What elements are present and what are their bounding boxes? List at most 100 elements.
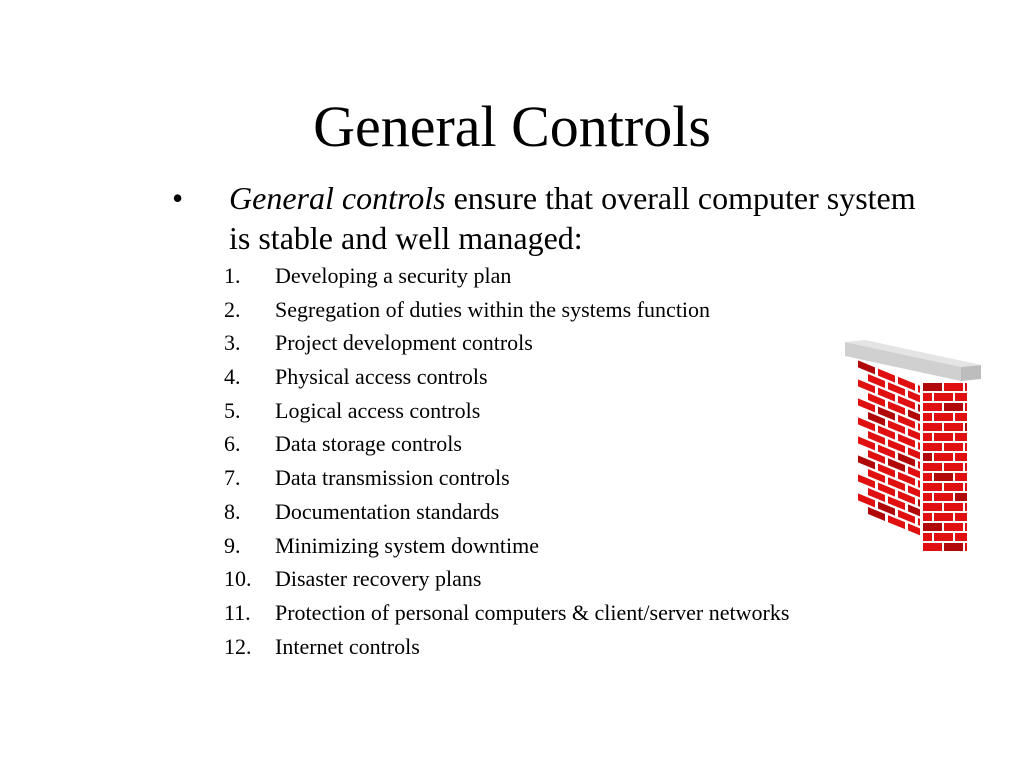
wall-side-brick: [918, 442, 920, 450]
list-item-number: 5.: [224, 397, 241, 423]
list-item-number: 6.: [224, 431, 241, 457]
list-item-label: Logical access controls: [275, 397, 481, 423]
list-item-number: 10.: [224, 566, 252, 592]
wall-side-brick: [908, 428, 920, 441]
list-item-number: 11.: [224, 599, 251, 625]
wall-side-brick: [888, 515, 905, 530]
wall-front-brick: [934, 433, 953, 441]
wall-front-brick: [955, 413, 967, 421]
list-item-label: Internet controls: [275, 633, 420, 659]
wall-front-brick: [955, 473, 967, 481]
wall-side-brick: [878, 444, 895, 459]
list-item-number: 2.: [224, 296, 241, 322]
wall-side-face: [857, 358, 921, 552]
list-item-number: 8.: [224, 498, 241, 524]
wall-front-brick: [923, 483, 942, 491]
wall-front-brick: [965, 483, 967, 491]
wall-side-brick: [908, 466, 920, 479]
wall-side-brick: [868, 469, 885, 483]
wall-side-brick: [888, 401, 905, 416]
wall-side-brick: [918, 518, 920, 526]
wall-front-brick: [955, 493, 967, 501]
wall-front-brick: [955, 533, 967, 541]
wall-side-brick: [908, 390, 920, 403]
bullet-emphasis: General controls: [229, 180, 446, 216]
wall-side-brick: [898, 395, 915, 410]
wall-side-brick: [878, 425, 895, 440]
list-item-label: Developing a security plan: [275, 263, 512, 288]
wall-front-brick: [923, 543, 942, 551]
wall-front-brick: [944, 443, 963, 451]
list-item: 4.Physical access controls: [224, 360, 789, 394]
wall-front-brick: [965, 463, 967, 471]
wall-front-brick: [955, 453, 967, 461]
wall-side-brick: [868, 393, 885, 407]
wall-front-brick: [923, 523, 942, 531]
list-item: 10. Disaster recovery plans: [224, 562, 789, 596]
wall-side-brick: [858, 474, 875, 489]
wall-side-brick: [858, 436, 875, 451]
wall-side-brick: [888, 439, 905, 454]
bullet-text: General controls ensure that overall com…: [229, 178, 929, 258]
wall-front-brick: [944, 423, 963, 431]
wall-side-brick: [888, 477, 905, 492]
wall-front-brick: [965, 403, 967, 411]
list-item: 2. Segregation of duties within the syste…: [224, 293, 789, 327]
list-item-number: 3.: [224, 330, 241, 356]
wall-front-brick: [944, 403, 963, 411]
wall-front-brick: [923, 413, 932, 421]
wall-front-brick: [923, 473, 932, 481]
wall-side-brick: [858, 398, 875, 413]
brick-wall-icon: [845, 340, 981, 552]
wall-side-brick: [908, 409, 920, 422]
wall-front-brick: [965, 523, 967, 531]
wall-side-brick: [898, 376, 915, 391]
wall-side-brick: [868, 450, 885, 464]
wall-front-brick: [923, 383, 942, 391]
wall-front-brick: [965, 383, 967, 391]
bullet-marker: •: [172, 180, 184, 216]
controls-list: 1. Developing a security plan 2. Segregatio…: [224, 259, 789, 663]
wall-cap-top: [845, 340, 981, 367]
wall-front-brick: [944, 523, 963, 531]
wall-front-brick: [965, 543, 967, 551]
list-item-label: Segregation of duties within the systems…: [275, 296, 711, 322]
wall-front-brick: [923, 433, 932, 441]
wall-side-brick: [908, 523, 920, 536]
wall-front-brick: [944, 383, 963, 391]
list-item-number: 12.: [224, 633, 252, 659]
wall-side-brick: [858, 417, 875, 432]
wall-side-brick: [918, 480, 920, 488]
wall-front-brick: [934, 513, 953, 521]
wall-front-brick: [934, 453, 953, 461]
wall-side-brick: [918, 461, 920, 469]
list-item: 8. Documentation standards: [224, 495, 789, 529]
list-item: 6.Data storage controls: [224, 427, 789, 461]
list-item-label: Protection of personal computers & clien…: [275, 599, 790, 625]
wall-front-brick: [955, 513, 967, 521]
list-item-label: Disaster recovery plans: [275, 566, 482, 592]
wall-front-brick: [944, 483, 963, 491]
wall-side-brick: [888, 420, 905, 435]
wall-front-brick: [923, 503, 942, 511]
wall-front-brick: [923, 463, 942, 471]
list-item-number: 7.: [224, 465, 241, 491]
list-item-number: 1.: [224, 263, 241, 288]
list-item-label: Documentation standards: [275, 498, 500, 524]
wall-side-brick: [918, 404, 920, 412]
wall-side-brick: [898, 509, 915, 524]
wall-side-brick: [858, 360, 875, 375]
list-item: 7.Data transmission controls: [224, 461, 789, 495]
wall-side-brick: [908, 485, 920, 498]
wall-side-brick: [908, 504, 920, 517]
wall-front-brick: [934, 393, 953, 401]
wall-front-brick: [944, 543, 963, 551]
wall-side-brick: [868, 412, 885, 426]
wall-side-brick: [878, 368, 895, 383]
wall-front-brick: [934, 533, 953, 541]
wall-side-brick: [918, 385, 920, 393]
list-item: 1. Developing a security plan: [224, 259, 789, 293]
list-item: 5. Logical access controls: [224, 394, 789, 428]
wall-side-brick: [878, 501, 895, 516]
wall-front-brick: [965, 503, 967, 511]
